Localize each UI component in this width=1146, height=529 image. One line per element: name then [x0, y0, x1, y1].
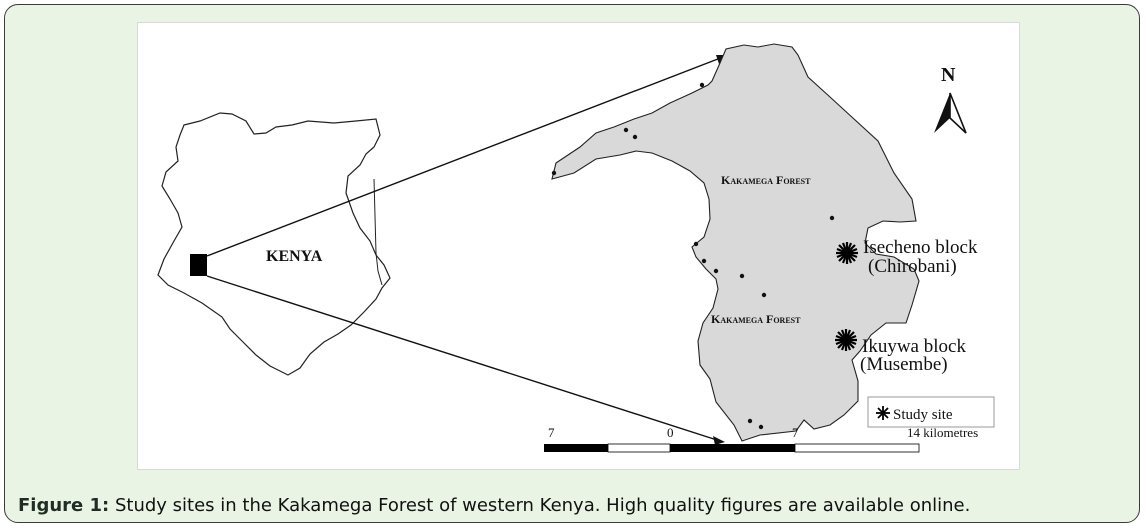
- caption-label: Figure 1:: [18, 495, 110, 516]
- scale-tick: 14 kilometres: [907, 425, 978, 440]
- north-arrow-icon: [934, 92, 967, 134]
- country-label: KENYA: [266, 248, 323, 265]
- study-site-icon: [835, 329, 857, 351]
- north-label: N: [941, 64, 956, 86]
- scale-tick: 7: [548, 425, 555, 440]
- legend: Study site: [867, 396, 995, 428]
- forest-label: Kakamega Forest: [721, 173, 811, 187]
- forest-point: [761, 292, 767, 298]
- site-alt-name: (Chirobani): [868, 256, 957, 277]
- map-frame: KENYA Kakamega Forest Kakamega Forest Is…: [137, 22, 1020, 470]
- scale-tick: 7: [792, 425, 799, 440]
- forest-point: [747, 418, 753, 424]
- forest-points: [551, 82, 835, 430]
- kenya-outline: [157, 112, 391, 376]
- legend-label: Study site: [893, 407, 953, 423]
- forest-point: [739, 273, 745, 279]
- site-alt-name: (Musembe): [860, 354, 948, 375]
- forest-point: [699, 82, 705, 88]
- figure-caption: Figure 1: Study sites in the Kakamega Fo…: [18, 495, 970, 516]
- study-site-icon: [836, 242, 858, 264]
- caption-text: Study sites in the Kakamega Forest of we…: [109, 495, 971, 516]
- forest-point: [623, 127, 629, 133]
- arrow-bottom: [206, 275, 721, 442]
- site-name: Ikuywa block: [862, 336, 966, 357]
- forest-point: [758, 424, 764, 430]
- scale-tick: 0: [667, 425, 674, 440]
- forest-point: [551, 170, 557, 176]
- scale-bar: 7 0 7 14 kilometres: [544, 425, 978, 453]
- kakamega-forest-area: [551, 43, 920, 442]
- forest-point: [713, 268, 719, 274]
- forest-label: Kakamega Forest: [711, 312, 801, 326]
- kenya-boundary-line: [373, 178, 383, 286]
- figure-panel: KENYA Kakamega Forest Kakamega Forest Is…: [4, 4, 1140, 523]
- arrow-top: [206, 56, 724, 257]
- site-name: Isecheno block: [863, 237, 978, 258]
- forest-point: [693, 241, 699, 247]
- forest-point: [829, 215, 835, 221]
- forest-point: [632, 134, 638, 140]
- map-canvas: KENYA Kakamega Forest Kakamega Forest Is…: [157, 43, 995, 453]
- forest-point: [701, 258, 707, 264]
- locator-square: [190, 254, 207, 276]
- arrow-bottom-head: [713, 436, 725, 445]
